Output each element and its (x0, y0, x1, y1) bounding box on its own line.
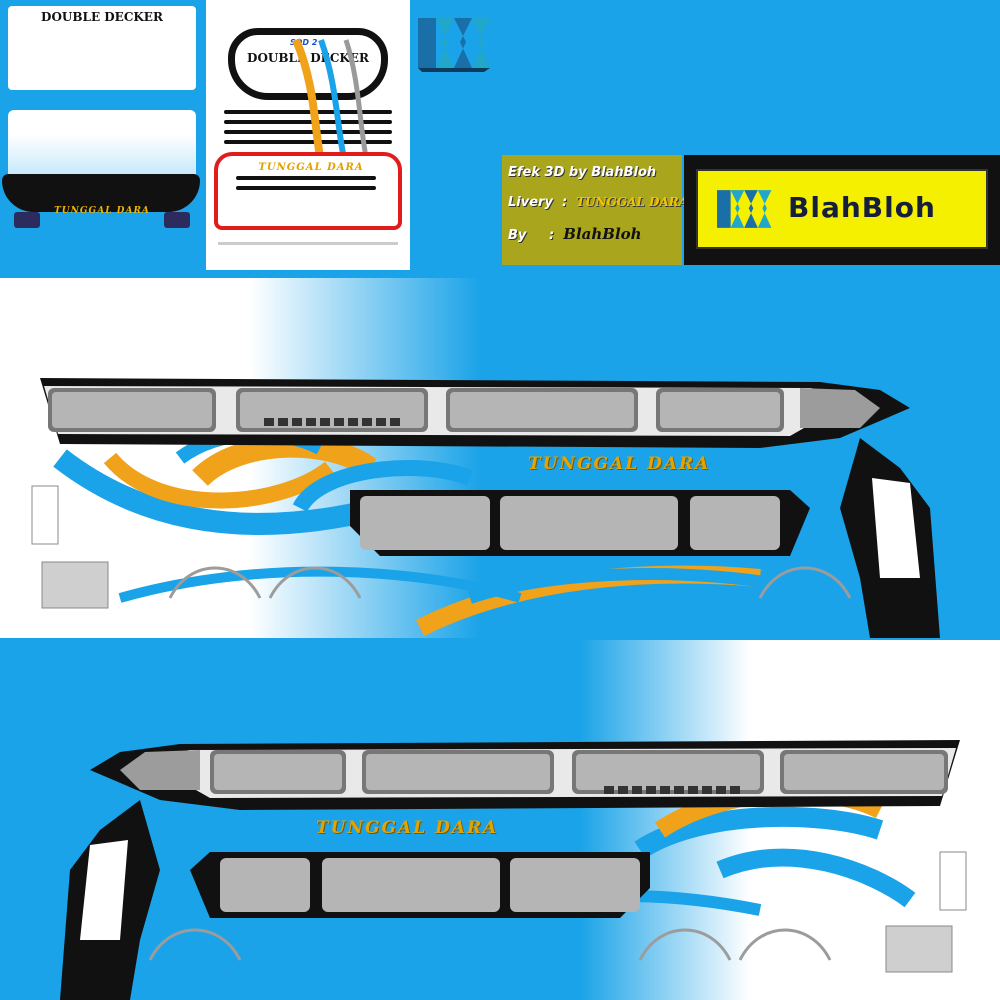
logo-bb-icon (717, 190, 772, 228)
rear-model-badge: SDD 2 (290, 38, 318, 47)
front-visor (2, 174, 200, 212)
by-value: BlahBloh (563, 225, 642, 243)
rear-grille-bar (236, 176, 376, 180)
livery-row: Livery : TUNGGAL DARA (508, 195, 688, 210)
rear-grille-bar (224, 110, 392, 114)
rear-title: DOUBLE DECKER (247, 51, 369, 65)
rear-body-panel (214, 152, 402, 230)
amenity-icons (264, 418, 400, 426)
effect-credit: Efek 3D by BlahBloh (508, 165, 657, 180)
by-label: By (508, 228, 527, 243)
logo-bb-icon (418, 18, 490, 72)
by-row: By : BlahBloh (508, 225, 642, 243)
rear-grille-bar (224, 130, 392, 134)
front-left-headlamp (14, 212, 40, 228)
credits-panel: Efek 3D by BlahBloh Livery : TUNGGAL DAR… (502, 155, 688, 265)
livery-value: TUNGGAL DARA (576, 195, 689, 209)
side-left-brand-text: TUNGGAL DARA (316, 818, 499, 838)
front-lower-windshield (8, 110, 196, 180)
by-separator: : (530, 228, 559, 243)
side-right-bus-graphic (31, 378, 940, 638)
rear-bumper (218, 230, 398, 245)
front-title: DOUBLE DECKER (41, 10, 163, 24)
rear-grille-bar (224, 140, 392, 144)
side-left-texture: TUNGGAL DARA (0, 640, 1000, 1000)
rear-brand-text: TUNGGAL DARA (258, 162, 364, 173)
brand-yellow-plate: BlahBloh (696, 169, 988, 249)
side-left-bus-graphic (60, 740, 967, 1000)
front-upper-windshield (8, 6, 196, 90)
rear-grille-bar (224, 120, 392, 124)
rear-grille-bar (236, 186, 376, 190)
front-brand-text: TUNGGAL DARA (54, 206, 150, 216)
livery-label: Livery (508, 195, 553, 210)
brand-panel: BlahBloh (684, 155, 1000, 265)
front-right-headlamp (164, 212, 190, 228)
amenity-icons (604, 786, 740, 794)
side-right-texture: TUNGGAL DARA (0, 278, 1000, 638)
side-right-brand-text: TUNGGAL DARA (528, 454, 711, 474)
rear-view-texture: SDD 2 DOUBLE DECKER TUNGGAL DARA (206, 0, 410, 270)
front-view-texture: DOUBLE DECKER TUNGGAL DARA (0, 0, 204, 270)
livery-separator: : (557, 195, 572, 210)
brand-name: BlahBloh (788, 191, 936, 224)
